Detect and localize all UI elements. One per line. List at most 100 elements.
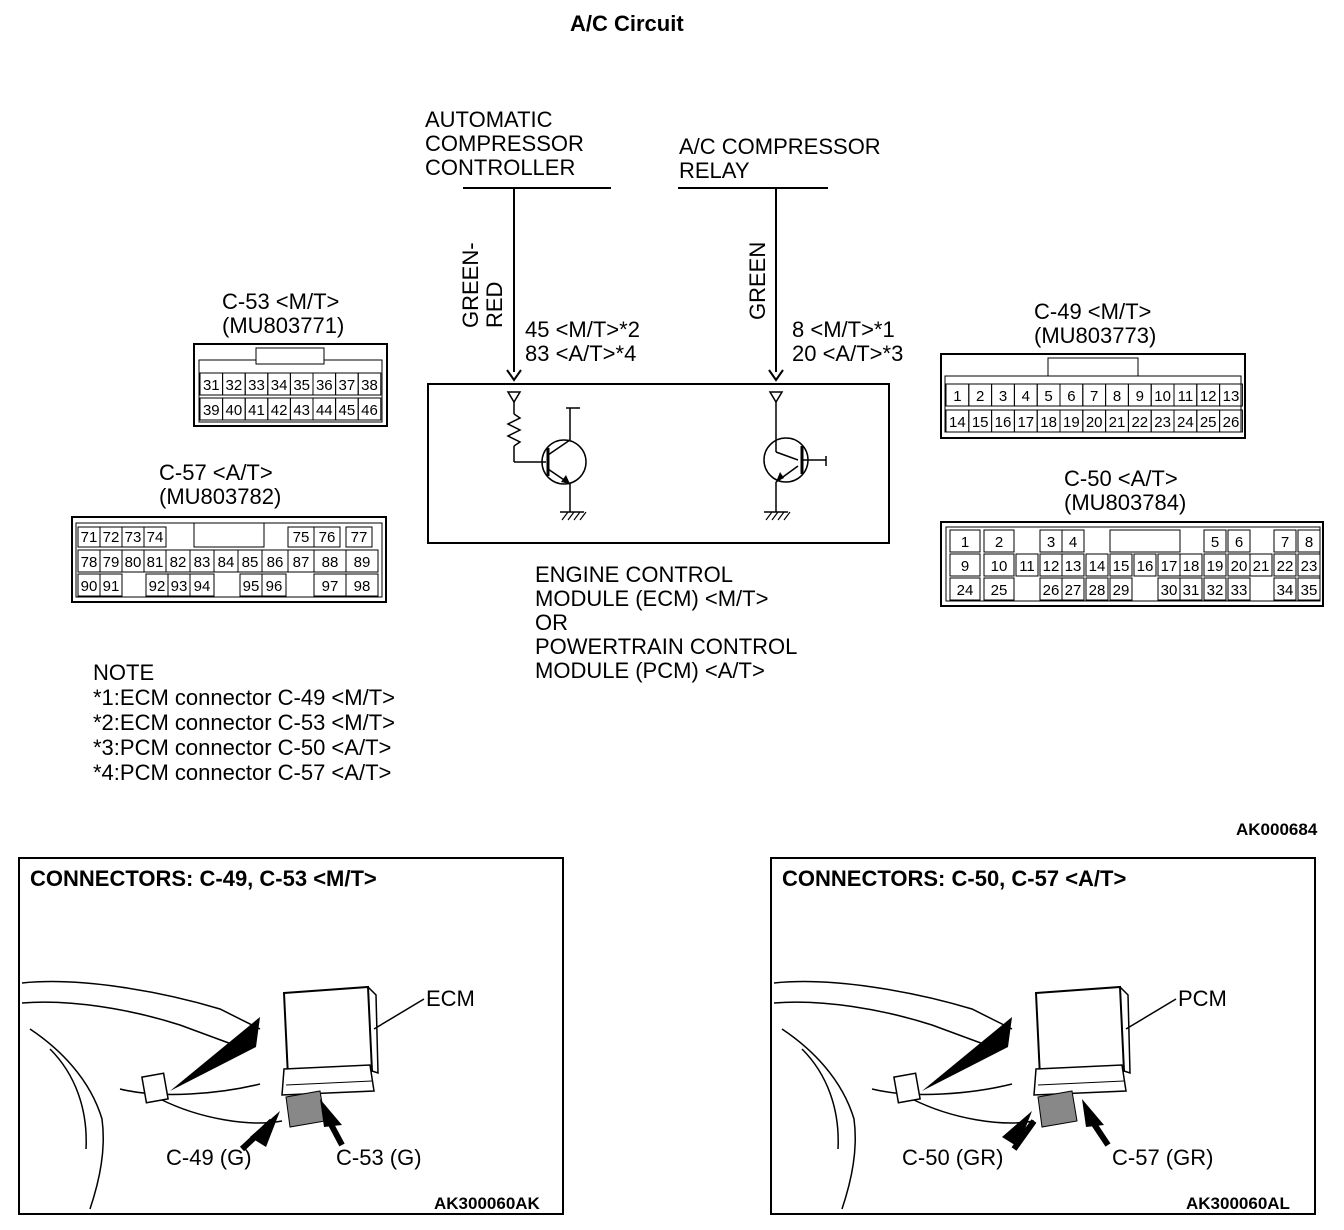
pin-number: 1 bbox=[961, 534, 969, 551]
pin-cell bbox=[1227, 577, 1251, 601]
connector-callout-left: C-49 (G) bbox=[166, 1145, 252, 1170]
pin-number: 8 bbox=[1113, 388, 1121, 405]
pin-cell bbox=[1061, 529, 1085, 553]
pin-number: 92 bbox=[149, 578, 166, 595]
pin-number: 77 bbox=[351, 529, 368, 546]
pin-number: 33 bbox=[1231, 582, 1248, 599]
pin-number: 12 bbox=[1043, 558, 1060, 575]
pin-number: 10 bbox=[991, 558, 1008, 575]
pin-number: 84 bbox=[218, 554, 235, 571]
pin-cell bbox=[1179, 577, 1203, 601]
pin-cell bbox=[1109, 577, 1133, 601]
pin-number: 3 bbox=[999, 388, 1007, 405]
pin-number: 79 bbox=[103, 554, 120, 571]
pin-cell bbox=[1061, 577, 1085, 601]
connector-callout-left: C-50 (GR) bbox=[902, 1145, 1004, 1170]
pin-number: 39 bbox=[203, 402, 220, 419]
pin-cell bbox=[99, 573, 123, 597]
pin-cell bbox=[313, 526, 341, 548]
pin-number: 21 bbox=[1253, 558, 1270, 575]
pin-cell bbox=[949, 529, 981, 553]
pin-cell bbox=[983, 529, 1015, 553]
notes: NOTE *1:ECM connector C-49 <M/T> *2:ECM … bbox=[93, 660, 395, 785]
terminal-right-label: 8 <M/T>*1 20 <A/T>*3 bbox=[792, 317, 904, 366]
pin-number: 97 bbox=[322, 578, 339, 595]
pin-cell bbox=[1297, 553, 1321, 577]
pin-number: 30 bbox=[1161, 582, 1178, 599]
pin-number: 40 bbox=[226, 402, 243, 419]
pin-number: 87 bbox=[293, 554, 310, 571]
note-item: *1:ECM connector C-49 <M/T> bbox=[93, 685, 396, 710]
pin-number: 24 bbox=[1177, 414, 1194, 431]
pin-number: 13 bbox=[1223, 388, 1240, 405]
notes-heading: NOTE bbox=[93, 660, 155, 685]
transistor-icon bbox=[541, 407, 587, 512]
pin-number: 24 bbox=[957, 582, 974, 599]
pin-number: 91 bbox=[103, 578, 120, 595]
pin-number: 34 bbox=[271, 377, 288, 394]
pin-cell bbox=[949, 577, 981, 601]
pin-number: 17 bbox=[1161, 558, 1178, 575]
pin-number: 29 bbox=[1113, 582, 1130, 599]
pin-number: 26 bbox=[1223, 414, 1240, 431]
pin-number: 90 bbox=[81, 578, 98, 595]
terminal-left-label: 45 <M/T>*2 83 <A/T>*4 bbox=[525, 317, 640, 366]
pin-number: 27 bbox=[1065, 582, 1082, 599]
pin-number: 11 bbox=[1019, 558, 1035, 575]
pin-cell bbox=[1085, 577, 1109, 601]
connector-location-panel-pcm: CONNECTORS: C-50, C-57 <A/T> PCM C-50 (G… bbox=[770, 857, 1316, 1215]
pin-number: 11 bbox=[1178, 388, 1194, 405]
pin-number: 20 bbox=[1231, 558, 1248, 575]
pin-cell bbox=[1203, 577, 1227, 601]
pin-number: 26 bbox=[1043, 582, 1060, 599]
pin-cell bbox=[1249, 553, 1273, 577]
pin-number: 36 bbox=[316, 377, 333, 394]
pin-number: 89 bbox=[354, 554, 371, 571]
pin-cell bbox=[261, 573, 287, 597]
pin-number: 93 bbox=[171, 578, 188, 595]
pin-cell bbox=[143, 526, 167, 548]
pin-number: 76 bbox=[319, 529, 336, 546]
wire-color-label: RED bbox=[482, 282, 507, 328]
connector-callout-right: C-57 (GR) bbox=[1112, 1145, 1214, 1170]
pin-number: 9 bbox=[961, 558, 969, 575]
pin-number: 88 bbox=[322, 554, 339, 571]
pin-number: 14 bbox=[1089, 558, 1106, 575]
pin-cell bbox=[1133, 553, 1157, 577]
transistor-icon bbox=[763, 437, 827, 512]
pin-cell bbox=[1219, 409, 1243, 433]
pin-number: 81 bbox=[147, 554, 164, 571]
pin-number: 32 bbox=[226, 377, 243, 394]
pin-number: 22 bbox=[1131, 414, 1148, 431]
connector-callout-right: C-53 (G) bbox=[336, 1145, 422, 1170]
pin-cell bbox=[1085, 553, 1109, 577]
pin-cell bbox=[345, 573, 379, 597]
pin-number: 23 bbox=[1301, 558, 1318, 575]
pin-number: 71 bbox=[81, 529, 98, 546]
pin-number: 83 bbox=[194, 554, 211, 571]
pin-cell bbox=[1219, 383, 1243, 407]
ecm-pcm-box bbox=[427, 383, 890, 544]
panel-title: CONNECTORS: C-49, C-53 <M/T> bbox=[30, 866, 377, 891]
pin-number: 9 bbox=[1136, 388, 1144, 405]
pin-number: 23 bbox=[1154, 414, 1171, 431]
pin-number: 41 bbox=[248, 402, 265, 419]
pin-cell bbox=[357, 372, 382, 396]
pin-cell bbox=[1109, 553, 1133, 577]
wire-color-label: GREEN- bbox=[458, 242, 483, 328]
panel-title: CONNECTORS: C-50, C-57 <A/T> bbox=[782, 866, 1127, 891]
pin-cell bbox=[1015, 553, 1039, 577]
pin-number: 94 bbox=[194, 578, 211, 595]
module-label: ENGINE CONTROL MODULE (ECM) <M/T> OR POW… bbox=[535, 562, 798, 683]
pin-cell bbox=[345, 549, 379, 573]
pin-number: 80 bbox=[125, 554, 142, 571]
pin-number: 44 bbox=[316, 402, 333, 419]
pin-number: 5 bbox=[1211, 534, 1219, 551]
pin-cell bbox=[949, 553, 981, 577]
pin-number: 8 bbox=[1305, 534, 1313, 551]
pin-number: 6 bbox=[1067, 388, 1075, 405]
